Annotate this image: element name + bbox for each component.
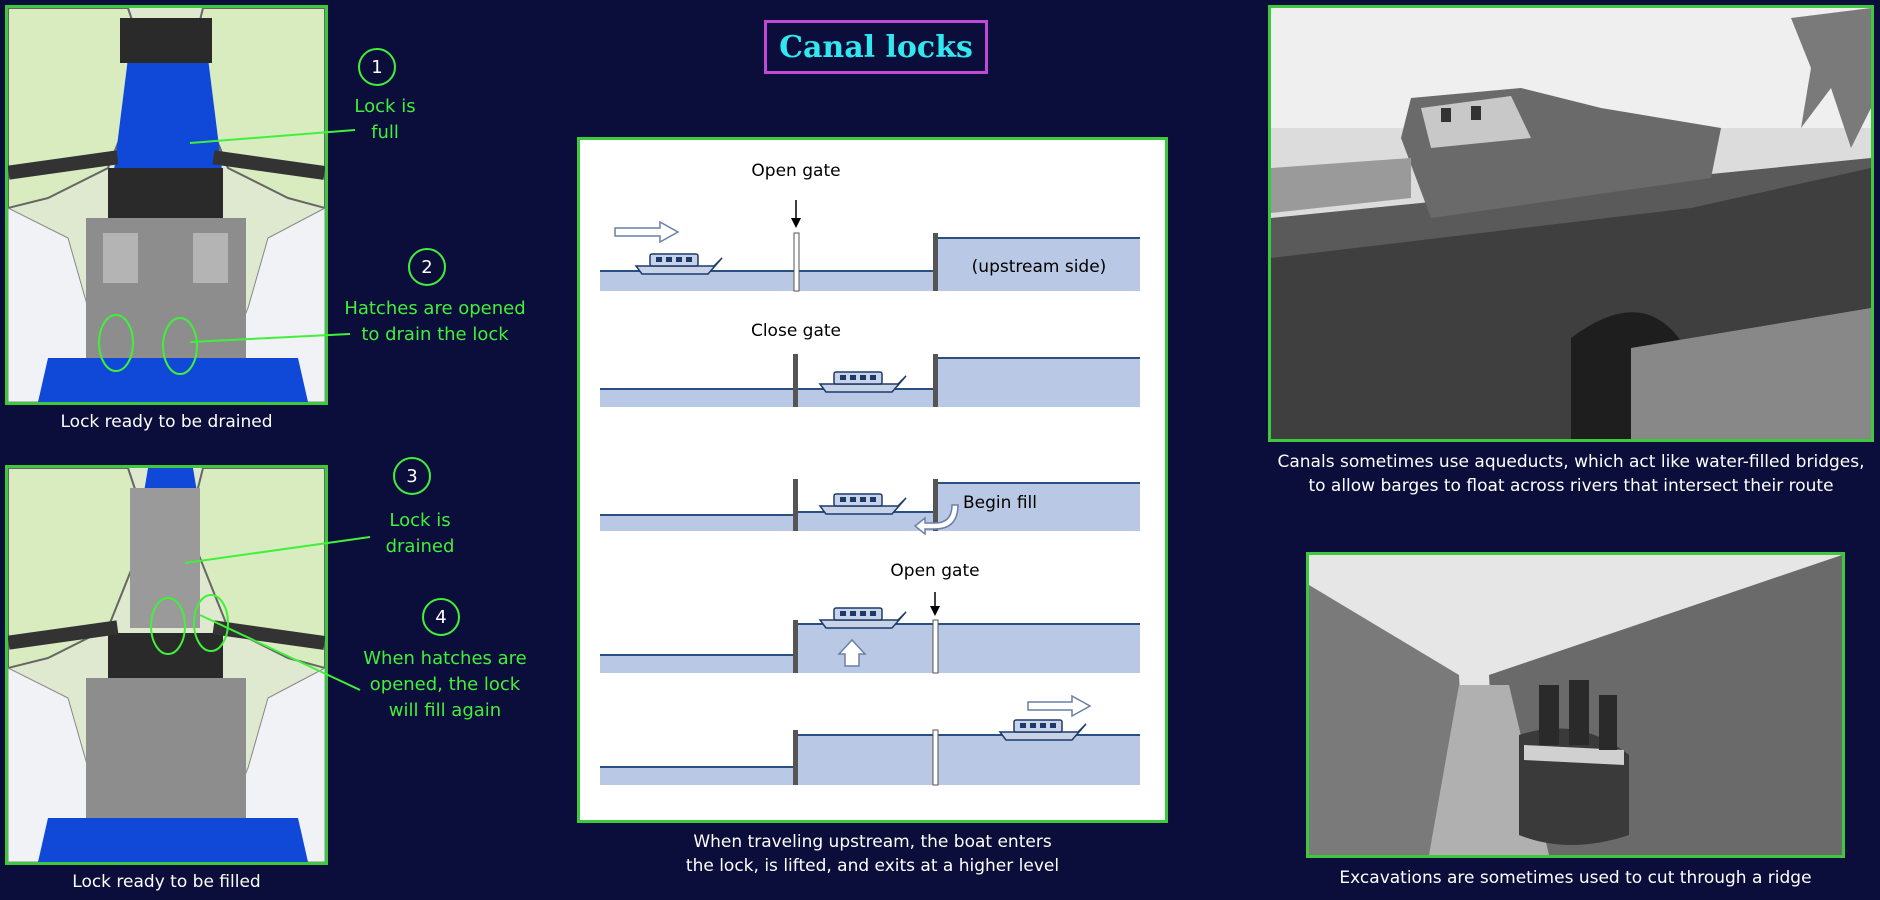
lock-full-drawing	[8, 8, 325, 402]
aqueduct-photo	[1268, 5, 1874, 442]
label-open-gate-2: Open gate	[890, 561, 979, 581]
label-begin-fill: Begin fill	[963, 493, 1037, 513]
excavation-caption: Excavations are sometimes used to cut th…	[1339, 868, 1812, 888]
lock-full-illustration	[5, 5, 328, 405]
lock-full-caption: Lock ready to be drained	[60, 412, 273, 432]
excavation-engraving-drawing	[1309, 555, 1842, 855]
callout-text-4: When hatches are opened, the lock will f…	[363, 648, 527, 721]
label-close-gate: Close gate	[751, 321, 841, 341]
aqueduct-photo-drawing	[1271, 8, 1871, 439]
lock-drained-illustration	[5, 465, 328, 865]
callout-number-1: 1	[358, 48, 396, 86]
lock-sequence-drawing: Open gate (upstream side) Close gate Beg…	[600, 161, 1140, 786]
excavation-engraving	[1306, 552, 1845, 858]
label-upstream-side: (upstream side)	[972, 257, 1107, 277]
callout-text-3: Lock is drained	[385, 510, 455, 557]
lock-sequence-diagram: Open gate (upstream side) Close gate Beg…	[577, 137, 1168, 823]
callout-number-4: 4	[422, 598, 460, 636]
lock-drained-drawing	[8, 468, 325, 862]
lock-drained-caption: Lock ready to be filled	[72, 872, 261, 892]
label-open-gate-1: Open gate	[751, 161, 840, 181]
callout-text-1: Lock is full	[354, 96, 416, 143]
page-title-text: Canal locks	[779, 29, 973, 65]
aqueduct-caption: Canals sometimes use aqueducts, which ac…	[1277, 452, 1865, 496]
callout-number-2: 2	[408, 248, 446, 286]
lock-sequence-caption: When traveling upstream, the boat enters…	[685, 832, 1060, 876]
callout-pointers	[184, 129, 371, 691]
page-title: Canal locks	[764, 20, 988, 74]
callout-number-3: 3	[393, 457, 431, 495]
callout-text-2: Hatches are opened to drain the lock	[344, 298, 526, 345]
